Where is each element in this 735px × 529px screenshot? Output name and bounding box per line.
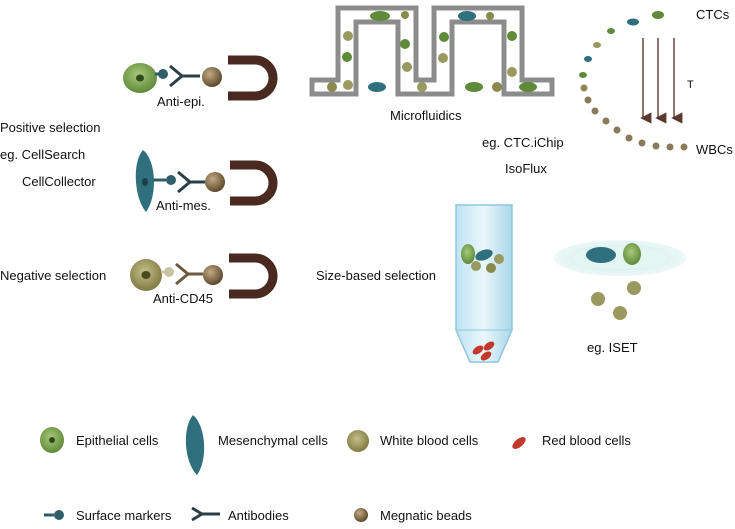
white-blood-cell-icon [347,430,369,452]
microfluidics-example-2: IsoFlux [505,161,547,176]
microfluidics-label: Microfluidics [390,108,462,123]
antibody-icon [191,506,220,522]
white-blood-cell-icon [591,292,605,306]
wbcs-label: WBCs [696,142,733,157]
anti-epi-label: Anti-epi. [156,94,206,110]
iset-filter [554,240,686,320]
magnet-icon [228,55,278,101]
magnetic-bead-icon [203,265,223,285]
anti-epi-row [123,55,278,101]
surface-marker-icon [158,69,168,79]
mesenchymal-cell-icon [185,415,205,475]
surface-marker-icon [166,175,176,185]
magnet-icon [229,253,278,299]
separation-arc [579,11,688,151]
anti-mes-label: Anti-mes. [155,198,212,214]
antibody-icon [177,170,205,194]
magnetic-bead-icon [202,67,222,87]
legend-wbc: White blood cells [380,433,479,448]
legend-antibodies: Antibodies [228,508,289,523]
magnetic-bead-icon [205,172,225,192]
legend-surface-markers: Surface markers [76,508,172,523]
surface-marker-icon [164,267,174,277]
positive-selection-label: Positive selection [0,120,101,135]
positive-example-1: eg. CellSearch [0,147,86,162]
filtration-tube [455,204,513,363]
antibody-icon [175,262,203,286]
surface-marker-icon [54,510,64,520]
red-blood-cell-icon [512,437,526,449]
legend-rbc: Red blood cells [542,433,631,448]
ctcs-label: CTCs [696,7,730,22]
microfluidic-channel [309,5,555,97]
magnet-icon [230,160,278,206]
legend-mesenchymal: Mesenchymal cells [218,433,328,448]
arrow-label: T [687,79,694,91]
legend-epithelial: Epithelial cells [76,433,159,448]
legend [40,415,526,522]
anti-cd45-row [130,253,278,299]
negative-selection-label: Negative selection [0,268,107,283]
anti-mes-row [135,150,278,212]
iset-label: eg. ISET [587,340,638,355]
white-blood-cell-icon [401,11,409,19]
size-based-label: Size-based selection [316,268,436,283]
epithelial-cell-icon [461,244,475,264]
antibody-icon [169,64,200,88]
red-blood-cell-icon [472,345,484,355]
magnetic-bead-icon [354,508,368,522]
epithelial-cell-icon [370,11,390,21]
legend-beads: Megnatic beads [380,508,472,523]
positive-example-2: CellCollector [22,174,96,189]
microfluidics-example-1: eg. CTC.iChip [482,135,564,150]
anti-cd45-label: Anti-CD45 [152,291,214,307]
